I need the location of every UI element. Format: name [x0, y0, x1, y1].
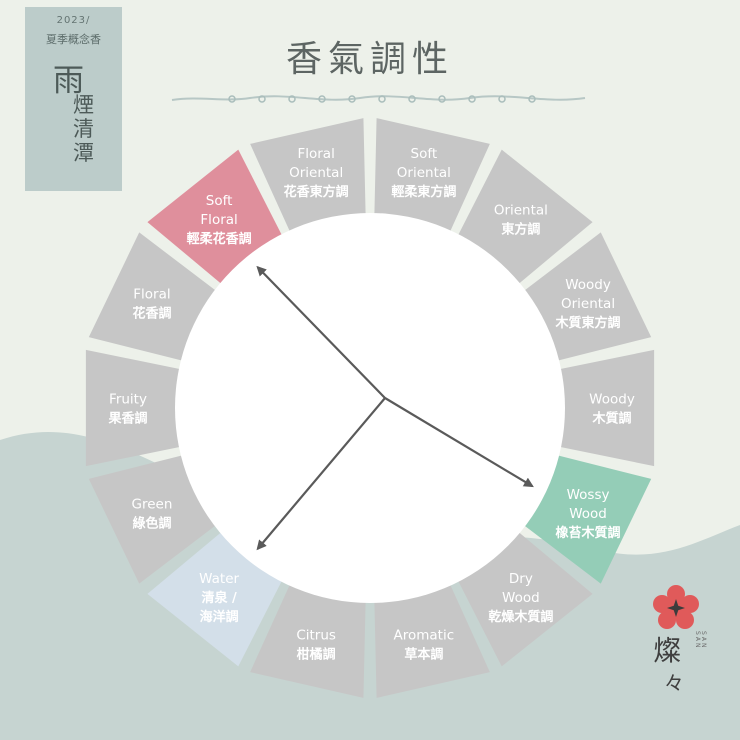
- label-en-soft-oriental: Soft: [411, 146, 438, 162]
- label-zh-oriental: 東方調: [501, 221, 540, 237]
- arrow-to-water: [256, 397, 386, 551]
- wave-line: [171, 95, 586, 101]
- label-zh-dry-wood: 乾燥木質調: [488, 609, 553, 625]
- label-en-floral: Floral: [133, 286, 170, 302]
- segment-soft-floral: [147, 149, 284, 287]
- title-badge: 2023/ 夏季概念香 雨 煙清潭: [25, 7, 122, 191]
- label-zh-woody: 木質調: [591, 411, 631, 427]
- label-zh-floral: 花香調: [132, 305, 171, 321]
- label-zh-aromatic: 草本調: [404, 646, 443, 662]
- label-en-mossy-wood: Wood: [569, 506, 607, 522]
- segment-woody-oriental: [521, 232, 652, 362]
- label-en-fruity: Fruity: [109, 391, 147, 407]
- label-en-mossy-wood: Wossy: [567, 487, 610, 503]
- segment-floral: [88, 232, 219, 362]
- label-en-woody: Woody: [589, 392, 635, 408]
- label-en-water: Water: [199, 571, 239, 587]
- year-label: 2023/: [56, 15, 91, 26]
- segment-oriental: [456, 149, 593, 287]
- page-title: 香氣調性: [285, 39, 454, 80]
- brand-romaji-2: SAN: [700, 631, 707, 650]
- label-en-oriental: Oriental: [494, 202, 548, 218]
- label-en-soft-floral: Floral: [200, 212, 237, 228]
- segment-woody: [556, 349, 655, 467]
- label-en-green: Green: [132, 496, 173, 512]
- segment-green: [88, 454, 219, 584]
- segment-mossy-wood: [521, 454, 652, 584]
- wheel-center: [175, 213, 565, 603]
- label-en-floral-oriental: Oriental: [289, 165, 343, 181]
- label-zh-floral-oriental: 花香東方調: [284, 184, 349, 200]
- segment-water: [147, 529, 284, 667]
- label-en-dry-wood: Dry: [509, 571, 533, 587]
- segment-floral-oriental: [250, 118, 366, 235]
- wave-loops: [228, 95, 536, 103]
- label-zh-mossy-wood: 橡苔木質調: [556, 525, 621, 541]
- label-en-dry-wood: Wood: [502, 590, 540, 606]
- arrow-to-mossy-wood: [384, 397, 534, 488]
- label-zh-fruity: 果香調: [107, 410, 147, 426]
- label-zh-water: 清泉 /: [201, 590, 237, 606]
- label-zh-soft-floral: 輕柔花香調: [187, 231, 252, 247]
- label-en-woody-oriental: Oriental: [561, 296, 615, 312]
- title-chars-rest: 煙清潭: [73, 93, 94, 165]
- brand-name-1: 燦: [653, 634, 682, 667]
- segment-soft-oriental: [374, 118, 490, 235]
- label-en-aromatic: Aromatic: [394, 627, 455, 643]
- label-en-soft-floral: Soft: [206, 193, 233, 209]
- brand-name-2: 々: [664, 671, 684, 695]
- label-en-floral-oriental: Floral: [297, 146, 334, 162]
- label-en-citrus: Citrus: [296, 627, 336, 643]
- brand-romaji-1: SAN: [694, 631, 701, 650]
- segment-fruity: [85, 349, 184, 467]
- label-zh-woody-oriental: 木質東方調: [555, 315, 621, 331]
- label-zh-citrus: 柑橘調: [297, 646, 336, 662]
- label-en-soft-oriental: Oriental: [397, 165, 451, 181]
- segment-citrus: [250, 581, 366, 698]
- arrow-to-soft-floral: [256, 265, 386, 399]
- label-en-woody-oriental: Woody: [565, 277, 611, 293]
- title-char-1: 雨: [53, 63, 84, 99]
- plum-blossom-icon: [653, 585, 699, 629]
- brand-mark: 燦 々 SAN SAN: [652, 585, 712, 705]
- segment-aromatic: [374, 581, 490, 698]
- label-zh-soft-oriental: 輕柔東方調: [391, 184, 456, 200]
- series-label: 夏季概念香: [46, 33, 101, 46]
- label-zh-water: 海洋調: [200, 609, 239, 625]
- label-zh-green: 綠色調: [132, 515, 171, 531]
- segment-dry-wood: [456, 529, 593, 667]
